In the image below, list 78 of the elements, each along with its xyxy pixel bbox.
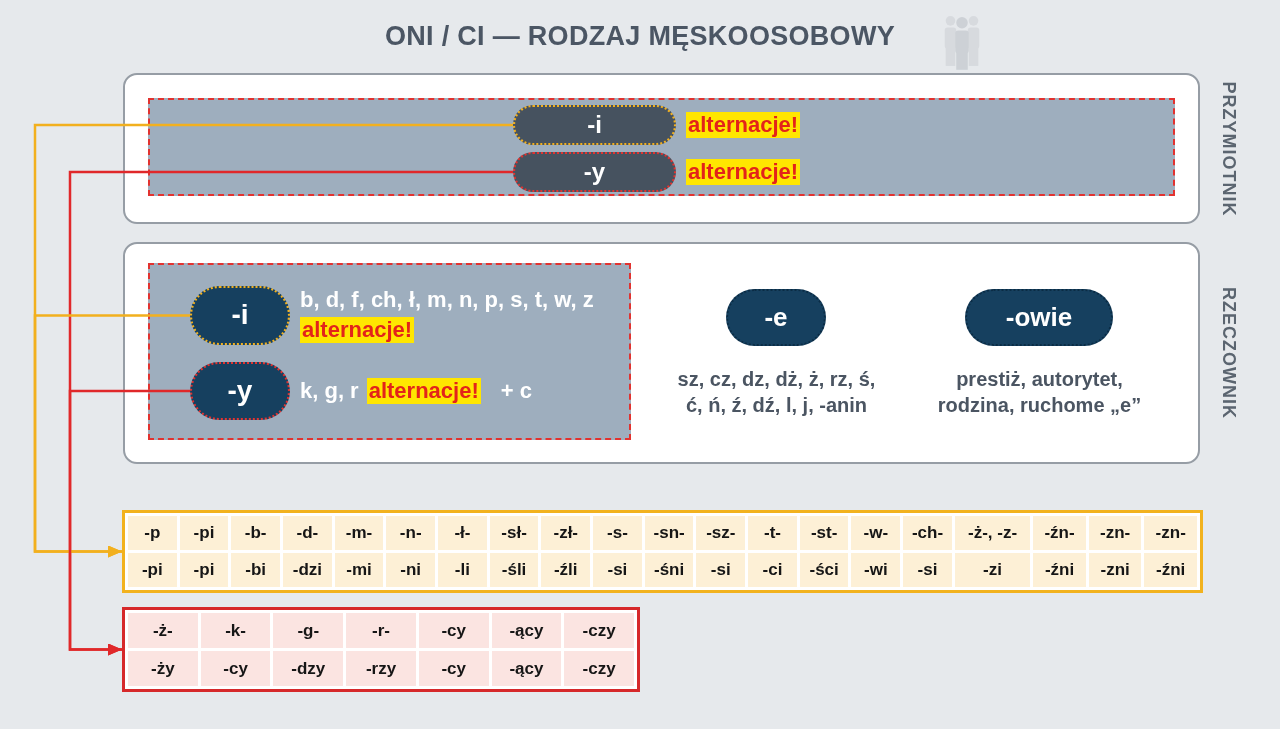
table-cell: -sł- bbox=[489, 516, 539, 550]
table-cell: -cy bbox=[418, 651, 489, 686]
warning-highlight: alternacje! bbox=[300, 317, 415, 343]
table-cell: -źni bbox=[1144, 553, 1197, 587]
connector-arrow bbox=[33, 314, 190, 558]
table-cell: -ż-, -z- bbox=[954, 516, 1031, 550]
dashed-group-box bbox=[148, 98, 1175, 196]
dashed-group-box bbox=[148, 263, 631, 440]
warning-highlight: alternacje! bbox=[366, 378, 481, 404]
table-cell: -si bbox=[903, 553, 952, 587]
table-cell: -dzy bbox=[273, 651, 344, 686]
table-cell: -mi bbox=[334, 553, 384, 587]
table-cell: -pi bbox=[179, 553, 229, 587]
table-cell: -ł- bbox=[438, 516, 487, 550]
section-heading: RZECZOWNIK bbox=[1218, 287, 1240, 419]
ending-pill: -owie bbox=[965, 289, 1113, 346]
suffix-table bbox=[122, 510, 1203, 593]
section-heading: PRZYMIOTNIK bbox=[1218, 81, 1240, 216]
connector-arrow bbox=[68, 389, 190, 656]
ending-pill: -y bbox=[190, 362, 290, 420]
ending-pill: -i bbox=[513, 105, 676, 145]
table-cell: -dzi bbox=[283, 553, 332, 587]
table-cell: -śli bbox=[489, 553, 539, 587]
table-cell: -śni bbox=[644, 553, 694, 587]
table-cell: -b- bbox=[231, 516, 281, 550]
table-cell: -p bbox=[128, 516, 177, 550]
table-cell: -ż- bbox=[128, 613, 198, 648]
table-cell: -zł- bbox=[541, 516, 591, 550]
table-cell: -pi bbox=[179, 516, 229, 550]
ending-pill: -i bbox=[190, 286, 290, 345]
table-cell: -r- bbox=[346, 613, 416, 648]
table-cell: -si bbox=[696, 553, 746, 587]
ending-pill: -y bbox=[513, 152, 676, 192]
table-cell: -źli bbox=[541, 553, 591, 587]
table-cell: -ch- bbox=[903, 516, 952, 550]
table-cell: -ący bbox=[491, 651, 562, 686]
table-cell: -zn- bbox=[1144, 516, 1197, 550]
suffix-table bbox=[122, 607, 640, 692]
table-cell: -t- bbox=[748, 516, 797, 550]
table-cell: -si bbox=[593, 553, 642, 587]
table-cell: -m- bbox=[334, 516, 384, 550]
table-cell: -źn- bbox=[1033, 516, 1086, 550]
ending-pill: -e bbox=[726, 289, 826, 346]
example-list: prestiż, autorytet, rodzina, ruchome „e” bbox=[932, 366, 1147, 418]
table-cell: -cy bbox=[418, 613, 489, 648]
table-cell: -bi bbox=[231, 553, 281, 587]
table-cell: -zn- bbox=[1088, 516, 1142, 550]
table-cell: -k- bbox=[200, 613, 271, 648]
table-cell: -rzy bbox=[346, 651, 416, 686]
example-list: sz, cz, dz, dż, ż, rz, ś, ć, ń, ź, dź, l, j, -anin bbox=[669, 366, 884, 418]
table-cell: -źni bbox=[1033, 553, 1086, 587]
consonant-list: b, d, f, ch, ł, m, n, p, s, t, w, z bbox=[300, 287, 594, 313]
table-cell: -g- bbox=[273, 613, 344, 648]
table-cell: -ści bbox=[799, 553, 849, 587]
table-cell: -wi bbox=[851, 553, 901, 587]
table-cell: -czy bbox=[564, 651, 634, 686]
warning-highlight: alternacje! bbox=[686, 159, 801, 185]
table-cell: -s- bbox=[593, 516, 642, 550]
table-cell: -w- bbox=[851, 516, 901, 550]
table-cell: -zi bbox=[954, 553, 1031, 587]
table-cell: -n- bbox=[386, 516, 436, 550]
table-cell: -ni bbox=[386, 553, 436, 587]
table-cell: -sn- bbox=[644, 516, 694, 550]
table-cell: -sz- bbox=[696, 516, 746, 550]
table-cell: -d- bbox=[283, 516, 332, 550]
table-cell: -st- bbox=[799, 516, 849, 550]
table-cell: -ci bbox=[748, 553, 797, 587]
consonant-list: k, g, r bbox=[300, 378, 359, 404]
table-cell: -ący bbox=[491, 613, 562, 648]
table-cell: -li bbox=[438, 553, 487, 587]
table-cell: -cy bbox=[200, 651, 271, 686]
table-cell: -pi bbox=[128, 553, 177, 587]
table-cell: -zni bbox=[1088, 553, 1142, 587]
table-cell: -ży bbox=[128, 651, 198, 686]
note-text: + c bbox=[500, 378, 532, 404]
warning-highlight: alternacje! bbox=[686, 112, 801, 138]
table-cell: -czy bbox=[564, 613, 634, 648]
diagram-title: ONI / CI — RODZAJ MĘSKOOSOBOWY bbox=[385, 21, 895, 51]
